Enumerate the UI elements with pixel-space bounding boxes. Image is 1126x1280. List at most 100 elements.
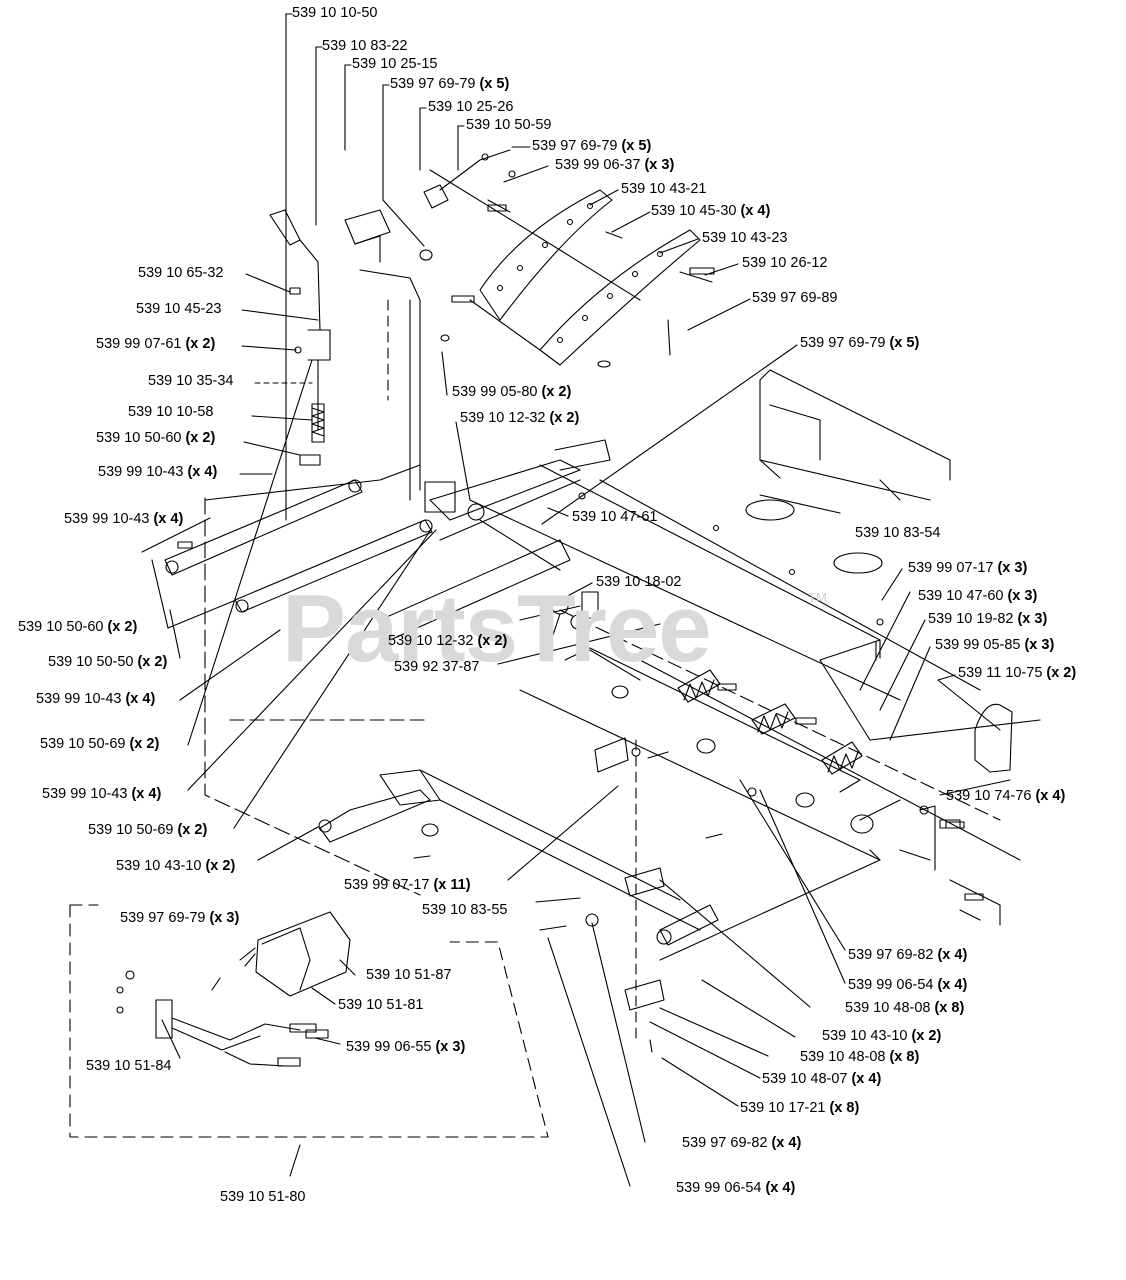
part-label[interactable]: 539 10 50-60(x 2) xyxy=(96,430,215,446)
part-qty: (x 3) xyxy=(644,157,675,173)
part-number: 539 97 69-79 xyxy=(120,910,206,926)
part-label[interactable]: 539 10 10-50 xyxy=(292,5,377,21)
part-qty: (x 2) xyxy=(129,736,160,752)
watermark-tm: TM xyxy=(808,590,827,605)
part-label[interactable]: 539 10 48-07(x 4) xyxy=(762,1071,881,1087)
part-label[interactable]: 539 97 69-79(x 5) xyxy=(800,335,919,351)
part-label[interactable]: 539 97 69-82(x 4) xyxy=(682,1135,801,1151)
center-blocks xyxy=(595,738,664,1052)
part-label[interactable]: 539 10 48-08(x 8) xyxy=(845,1000,964,1016)
part-label[interactable]: 539 99 07-61(x 2) xyxy=(96,336,215,352)
part-label[interactable]: 539 10 74-76(x 4) xyxy=(946,788,1065,804)
part-number: 539 92 37-87 xyxy=(394,659,480,675)
part-label[interactable]: 539 10 19-82(x 3) xyxy=(928,611,1047,627)
part-label[interactable]: 539 10 51-87 xyxy=(366,967,451,983)
part-label[interactable]: 539 10 83-55 xyxy=(422,902,507,918)
part-label[interactable]: 539 10 50-59 xyxy=(466,117,551,133)
part-number: 539 10 25-15 xyxy=(352,56,438,72)
part-label[interactable]: 539 10 43-21 xyxy=(621,181,706,197)
part-qty: (x 2) xyxy=(477,633,508,649)
part-label[interactable]: 539 99 05-85(x 3) xyxy=(935,637,1054,653)
right-bracket xyxy=(900,704,1012,925)
part-label[interactable]: 539 99 10-43(x 4) xyxy=(64,511,183,527)
part-number: 539 10 50-60 xyxy=(96,430,182,446)
part-label[interactable]: 539 10 51-84 xyxy=(86,1058,171,1074)
part-number: 539 97 69-79 xyxy=(390,76,476,92)
part-label[interactable]: 539 10 43-23 xyxy=(702,230,787,246)
part-label[interactable]: 539 10 25-15 xyxy=(352,56,437,72)
part-number: 539 97 69-79 xyxy=(532,138,618,154)
part-label[interactable]: 539 10 12-32(x 2) xyxy=(388,633,507,649)
part-label[interactable]: 539 10 25-26 xyxy=(428,99,513,115)
part-label[interactable]: 539 10 18-02 xyxy=(596,574,681,590)
part-number: 539 10 47-61 xyxy=(572,509,658,525)
part-label[interactable]: 539 10 65-32 xyxy=(138,265,223,281)
part-label[interactable]: 539 11 10-75(x 2) xyxy=(958,665,1076,681)
part-label[interactable]: 539 99 10-43(x 4) xyxy=(42,786,161,802)
part-number: 539 10 10-50 xyxy=(292,5,378,21)
part-number: 539 99 06-55 xyxy=(346,1039,432,1055)
part-number: 539 10 51-80 xyxy=(220,1189,306,1205)
part-label[interactable]: 539 10 83-22 xyxy=(322,38,407,54)
linkage-arms xyxy=(165,440,610,640)
part-label[interactable]: 539 10 45-30(x 4) xyxy=(651,203,770,219)
part-qty: (x 2) xyxy=(549,410,580,426)
part-number: 539 10 26-12 xyxy=(742,255,828,271)
steering-lever xyxy=(270,210,330,442)
part-label[interactable]: 539 97 69-79(x 5) xyxy=(532,138,651,154)
part-label[interactable]: 539 97 69-89 xyxy=(752,290,837,306)
part-label[interactable]: 539 99 05-80(x 2) xyxy=(452,384,571,400)
part-qty: (x 11) xyxy=(433,877,471,893)
upper-bracket xyxy=(424,150,712,365)
part-label[interactable]: 539 97 69-82(x 4) xyxy=(848,947,967,963)
part-label[interactable]: 539 99 10-43(x 4) xyxy=(98,464,217,480)
part-number: 539 10 51-81 xyxy=(338,997,424,1013)
part-qty: (x 4) xyxy=(153,511,184,527)
part-label[interactable]: 539 99 07-17(x 3) xyxy=(908,560,1027,576)
part-qty: (x 3) xyxy=(1007,588,1038,604)
part-number: 539 99 07-17 xyxy=(344,877,430,893)
part-label[interactable]: 539 10 45-23 xyxy=(136,301,221,317)
upper-lever xyxy=(345,210,449,500)
part-number: 539 10 48-08 xyxy=(800,1049,886,1065)
part-number: 539 10 12-32 xyxy=(388,633,474,649)
part-label[interactable]: 539 10 50-69(x 2) xyxy=(40,736,159,752)
part-label[interactable]: 539 10 12-32(x 2) xyxy=(460,410,579,426)
part-label[interactable]: 539 97 69-79(x 5) xyxy=(390,76,509,92)
part-label[interactable]: 539 99 06-54(x 4) xyxy=(848,977,967,993)
part-label[interactable]: 539 10 50-69(x 2) xyxy=(88,822,207,838)
part-label[interactable]: 539 10 50-60(x 2) xyxy=(18,619,137,635)
part-label[interactable]: 539 99 10-43(x 4) xyxy=(36,691,155,707)
part-label[interactable]: 539 99 07-17(x 11) xyxy=(344,877,471,893)
accessory-kit-outline xyxy=(70,905,548,1137)
part-label[interactable]: 539 10 43-10(x 2) xyxy=(822,1028,941,1044)
part-number: 539 10 43-23 xyxy=(702,230,788,246)
part-label[interactable]: 539 99 06-55(x 3) xyxy=(346,1039,465,1055)
part-label[interactable]: 539 10 43-10(x 2) xyxy=(116,858,235,874)
part-label[interactable]: 539 10 35-34 xyxy=(148,373,233,389)
part-label[interactable]: 539 10 48-08(x 8) xyxy=(800,1049,919,1065)
part-label[interactable]: 539 97 69-79(x 3) xyxy=(120,910,239,926)
part-number: 539 10 25-26 xyxy=(428,99,514,115)
part-label[interactable]: 539 10 47-61 xyxy=(572,509,657,525)
lower-frame xyxy=(319,648,900,945)
part-qty: (x 8) xyxy=(829,1100,860,1116)
part-qty: (x 3) xyxy=(435,1039,466,1055)
part-label[interactable]: 539 99 06-54(x 4) xyxy=(676,1180,795,1196)
part-label[interactable]: 539 10 50-50(x 2) xyxy=(48,654,167,670)
part-number: 539 10 50-69 xyxy=(88,822,174,838)
part-label[interactable]: 539 10 47-60(x 3) xyxy=(918,588,1037,604)
part-label[interactable]: 539 10 26-12 xyxy=(742,255,827,271)
part-qty: (x 2) xyxy=(911,1028,942,1044)
part-number: 539 10 50-69 xyxy=(40,736,126,752)
part-label[interactable]: 539 10 51-81 xyxy=(338,997,423,1013)
part-label[interactable]: 539 10 83-54 xyxy=(855,525,940,541)
part-number: 539 10 83-55 xyxy=(422,902,508,918)
part-label[interactable]: 539 99 06-37(x 3) xyxy=(555,157,674,173)
part-qty: (x 5) xyxy=(889,335,920,351)
part-label[interactable]: 539 10 10-58 xyxy=(128,404,213,420)
part-label[interactable]: 539 10 17-21(x 8) xyxy=(740,1100,859,1116)
part-label[interactable]: 539 92 37-87 xyxy=(394,659,479,675)
part-number: 539 10 45-23 xyxy=(136,301,222,317)
part-label[interactable]: 539 10 51-80 xyxy=(220,1189,305,1205)
